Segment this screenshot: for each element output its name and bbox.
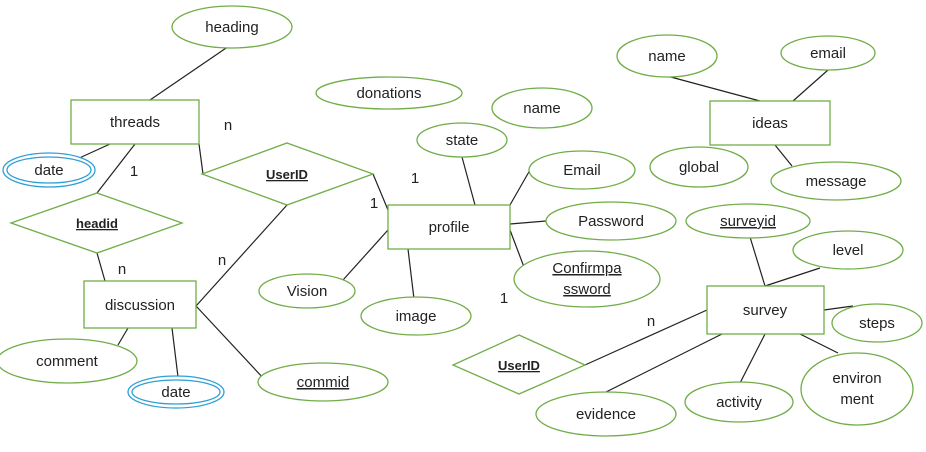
line-profile-vision <box>342 229 389 281</box>
attribute-activity-label: activity <box>716 394 762 411</box>
attribute-global-label: global <box>679 159 719 176</box>
attribute-confirm-line2: ssword <box>563 281 611 298</box>
line-ideas-email <box>792 69 829 102</box>
line-heading-threads <box>149 43 233 101</box>
attribute-steps-label: steps <box>859 315 895 332</box>
line-survey-environment <box>799 333 839 354</box>
entity-survey-label: survey <box>743 302 788 319</box>
attribute-evidence[interactable]: evidence <box>535 391 677 437</box>
cardinality-profile-survey: 1 <box>500 290 508 307</box>
attribute-surveyid-label: surveyid <box>720 213 776 230</box>
attribute-environment[interactable]: environ ment <box>800 352 914 426</box>
attribute-heading[interactable]: heading <box>171 5 293 49</box>
attribute-environment-line1: environ <box>832 370 881 387</box>
attribute-steps[interactable]: steps <box>831 303 923 343</box>
attribute-name-ideas-label: name <box>648 48 686 65</box>
attribute-date-discussion-label: date <box>161 384 190 401</box>
attribute-date-threads-label: date <box>34 162 63 179</box>
attribute-password[interactable]: Password <box>545 201 677 241</box>
line-survey-surveyid <box>749 236 766 287</box>
attribute-date-threads[interactable]: date <box>2 152 96 188</box>
line-headid-discussion <box>96 252 106 282</box>
attribute-email-profile-label: Email <box>563 162 601 179</box>
attribute-state-label: state <box>446 132 479 149</box>
relationship-userid-bottom[interactable]: UserID <box>451 334 587 395</box>
attribute-email-ideas-label: email <box>810 45 846 62</box>
attribute-name-profile-label: name <box>523 100 561 117</box>
attribute-date-discussion[interactable]: date <box>127 375 225 409</box>
line-discussion-comment <box>117 327 129 346</box>
line-survey-steps <box>823 305 854 311</box>
line-threads-userid <box>198 143 204 175</box>
attribute-password-label: Password <box>578 213 644 230</box>
line-userid-discussion <box>195 204 288 307</box>
attribute-comment-label: comment <box>36 353 99 370</box>
line-discussion-commid <box>195 305 266 381</box>
cardinality-labels: n 1 n n 1 1 1 n <box>118 117 655 330</box>
relationship-userid-bottom-label: UserID <box>498 358 540 373</box>
attribute-message[interactable]: message <box>770 161 902 201</box>
attribute-commid-label: commid <box>297 374 350 391</box>
line-discussion-date <box>171 327 179 378</box>
attribute-donations[interactable]: donations <box>315 76 463 110</box>
line-survey-activity <box>738 333 766 386</box>
line-profile-state <box>461 156 476 206</box>
cardinality-userid-profile-b: 1 <box>370 195 378 212</box>
line-ideas-message <box>774 144 793 167</box>
attribute-email-profile[interactable]: Email <box>528 150 636 190</box>
attribute-environment-line2: ment <box>840 391 874 408</box>
attribute-comment[interactable]: comment <box>0 338 138 384</box>
attribute-donations-label: donations <box>356 85 421 102</box>
attribute-level-label: level <box>833 242 864 259</box>
line-survey-level <box>764 267 821 287</box>
relationship-userid-top[interactable]: UserID <box>200 142 375 206</box>
entity-threads-label: threads <box>110 114 160 131</box>
attribute-evidence-label: evidence <box>576 406 636 423</box>
cardinality-userid-profile-a: 1 <box>411 170 419 187</box>
line-ideas-name <box>666 75 761 102</box>
cardinality-threads-headid: 1 <box>130 163 138 180</box>
line-userid-profile <box>372 173 389 211</box>
line-profile-image <box>407 248 415 300</box>
entity-profile[interactable]: profile <box>387 204 511 250</box>
attribute-level[interactable]: level <box>792 230 904 270</box>
entity-discussion[interactable]: discussion <box>83 280 197 329</box>
cardinality-userid-discussion: n <box>218 252 226 269</box>
attribute-image[interactable]: image <box>360 296 472 336</box>
entity-discussion-label: discussion <box>105 297 175 314</box>
attribute-activity[interactable]: activity <box>684 381 794 423</box>
attribute-message-label: message <box>806 173 867 190</box>
attribute-commid[interactable]: commid <box>257 362 389 402</box>
cardinality-headid-discussion: n <box>118 261 126 278</box>
attribute-confirm-line1: Confirmpa <box>552 260 622 277</box>
cardinality-threads-userid: n <box>224 117 232 134</box>
attribute-vision[interactable]: Vision <box>258 273 356 309</box>
line-survey-evidence <box>599 333 723 396</box>
line-survey-userid <box>584 309 708 366</box>
attribute-state[interactable]: state <box>416 122 508 158</box>
attribute-email-ideas[interactable]: email <box>780 35 876 71</box>
attribute-name-profile[interactable]: name <box>491 87 593 129</box>
attribute-name-ideas[interactable]: name <box>616 34 718 78</box>
relationship-headid[interactable]: headid <box>9 192 184 254</box>
relationship-userid-top-label: UserID <box>266 167 308 182</box>
entity-ideas[interactable]: ideas <box>709 100 831 146</box>
entity-ideas-label: ideas <box>752 115 788 132</box>
attribute-confirm-password[interactable]: Confirmpa ssword <box>513 250 661 308</box>
entity-profile-label: profile <box>429 219 470 236</box>
attribute-surveyid[interactable]: surveyid <box>685 203 811 239</box>
cardinality-survey-userid: n <box>647 313 655 330</box>
attribute-heading-label: heading <box>205 19 258 36</box>
entity-survey[interactable]: survey <box>706 285 825 335</box>
attribute-vision-label: Vision <box>287 283 328 300</box>
attribute-image-label: image <box>396 308 437 325</box>
attribute-global[interactable]: global <box>649 146 749 188</box>
line-threads-headid <box>96 143 136 194</box>
line-profile-email <box>509 169 531 206</box>
relationship-headid-label: headid <box>76 216 118 231</box>
entity-threads[interactable]: threads <box>70 99 200 145</box>
line-profile-password <box>509 220 547 225</box>
